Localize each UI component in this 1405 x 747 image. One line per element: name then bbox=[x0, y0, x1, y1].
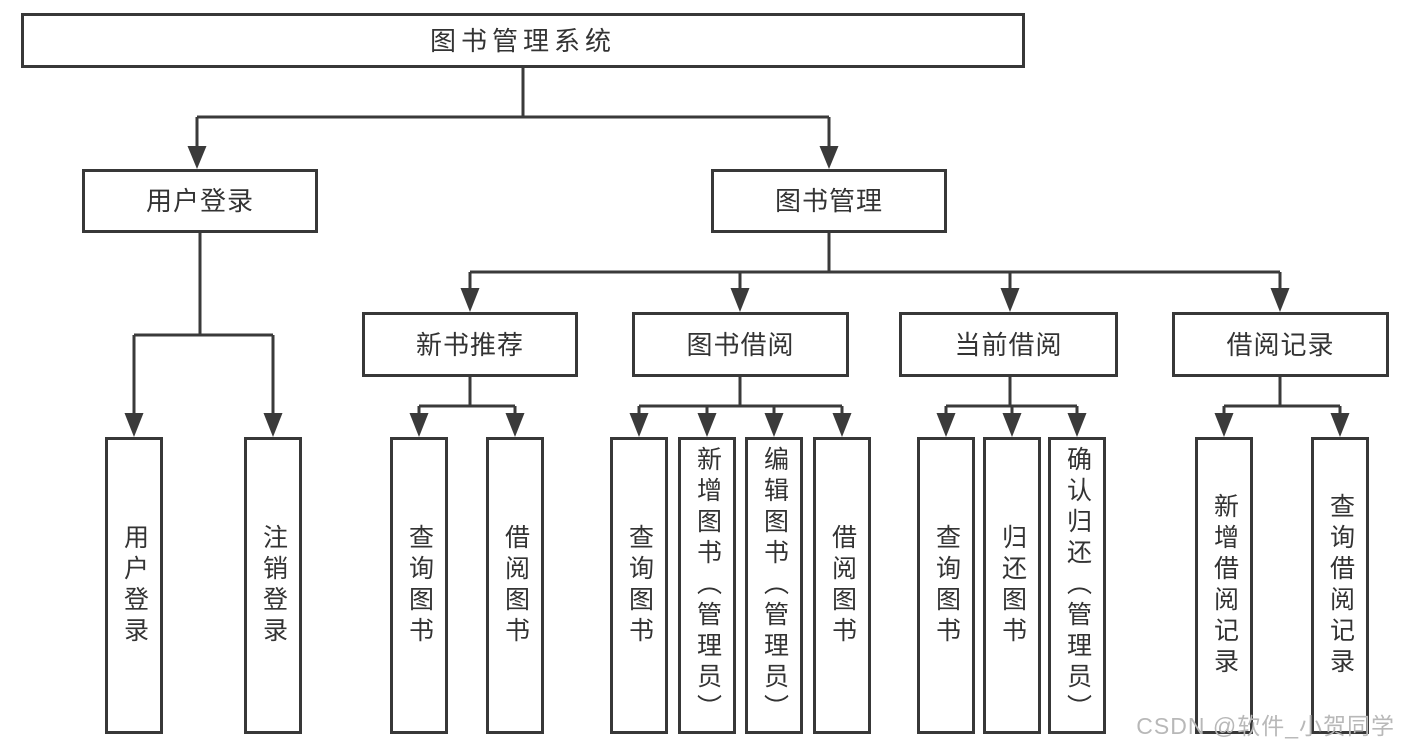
arrowhead bbox=[187, 146, 207, 169]
node-user-login: 用户登录 bbox=[82, 169, 318, 233]
leaf-borrow-add-books-admin: 新增图书（管理员） bbox=[678, 437, 736, 734]
leaf-records-search-borrow-record: 查询借阅记录 bbox=[1311, 437, 1369, 734]
arrowhead bbox=[1270, 288, 1290, 312]
arrowhead bbox=[505, 413, 525, 437]
leaf-newbook-borrow-books: 借阅图书 bbox=[486, 437, 544, 734]
leaf-current-search-books: 查询图书 bbox=[917, 437, 975, 734]
arrowhead bbox=[730, 288, 750, 312]
node-borrow-records: 借阅记录 bbox=[1172, 312, 1389, 377]
leaf-borrow-search-books: 查询图书 bbox=[610, 437, 668, 734]
arrowhead bbox=[263, 413, 283, 437]
node-new-book-recommend: 新书推荐 bbox=[362, 312, 578, 377]
arrowhead bbox=[124, 413, 144, 437]
leaf-records-add-borrow-record: 新增借阅记录 bbox=[1195, 437, 1253, 734]
leaf-logout: 注销登录 bbox=[244, 437, 302, 734]
arrowhead bbox=[409, 413, 429, 437]
arrowhead bbox=[460, 288, 480, 312]
csdn-watermark: CSDN @软件_小贺同学 bbox=[1136, 713, 1395, 739]
leaf-user-login: 用户登录 bbox=[105, 437, 163, 734]
arrowhead bbox=[629, 413, 649, 437]
arrowhead bbox=[1067, 413, 1087, 437]
arrowhead bbox=[1330, 413, 1350, 437]
arrowhead bbox=[1214, 413, 1234, 437]
connector-book-mgmt bbox=[468, 233, 1282, 289]
arrowhead bbox=[819, 146, 839, 169]
connector-user-login bbox=[132, 233, 275, 414]
leaf-newbook-search-books: 查询图书 bbox=[390, 437, 448, 734]
arrowhead bbox=[832, 413, 852, 437]
connector-new-books bbox=[417, 377, 517, 415]
connector-root bbox=[195, 68, 831, 146]
leaf-current-confirm-return-admin: 确认归还（管理员） bbox=[1048, 437, 1106, 734]
leaf-current-return-books: 归还图书 bbox=[983, 437, 1041, 734]
node-book-borrow: 图书借阅 bbox=[632, 312, 849, 377]
node-current-borrow: 当前借阅 bbox=[899, 312, 1118, 377]
arrowhead bbox=[697, 413, 717, 437]
arrowhead bbox=[936, 413, 956, 437]
arrowhead bbox=[764, 413, 784, 437]
connector-borrow-records bbox=[1222, 377, 1342, 415]
connector-current-borrow bbox=[944, 377, 1079, 415]
node-book-management: 图书管理 bbox=[711, 169, 947, 233]
arrowhead bbox=[1000, 288, 1020, 312]
leaf-borrow-borrow-books: 借阅图书 bbox=[813, 437, 871, 734]
leaf-borrow-edit-books-admin: 编辑图书（管理员） bbox=[745, 437, 803, 734]
node-root-system: 图书管理系统 bbox=[21, 13, 1025, 68]
arrowhead bbox=[1002, 413, 1022, 437]
connector-book-borrow bbox=[637, 377, 844, 415]
